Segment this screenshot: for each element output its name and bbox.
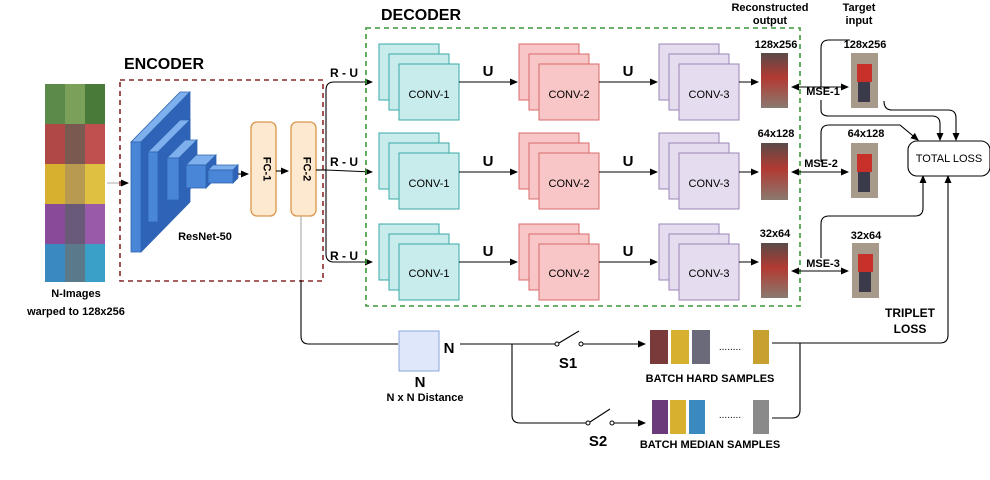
conv1-label-row2: CONV-1 xyxy=(409,178,450,190)
resnet-label: ResNet-50 xyxy=(178,231,232,243)
input-caption-line1: N-Images xyxy=(51,288,101,300)
distance-n-bottom: N xyxy=(415,374,426,391)
mse-1-label: MSE-1 xyxy=(806,86,840,98)
conv1-stack-row1 xyxy=(378,43,460,121)
branch-wire-2 xyxy=(325,168,373,176)
distance-n-right: N xyxy=(444,340,455,357)
triplet-loss-line1: TRIPLET xyxy=(885,306,936,320)
branch-wire-1 xyxy=(325,78,373,170)
branch-link-label-2: R - U xyxy=(330,155,358,169)
branch-link-label-1: R - U xyxy=(330,66,358,80)
input-image-collage xyxy=(45,84,105,282)
batch-hard-caption: BATCH HARD SAMPLES xyxy=(646,373,775,385)
resnet-50-block xyxy=(130,91,239,253)
embedding-wire xyxy=(300,216,398,345)
conv3-label-row1: CONV-3 xyxy=(689,89,730,101)
target-image-row2 xyxy=(851,143,878,198)
switch-s2-label: S2 xyxy=(589,433,607,450)
conv3-stack-row2 xyxy=(658,132,740,210)
mse-2-label: MSE-2 xyxy=(804,158,838,170)
total-loss-label: TOTAL LOSS xyxy=(916,153,982,165)
triplet-loss-line2: LOSS xyxy=(894,322,927,336)
conv1-stack-row3 xyxy=(378,223,460,301)
recon-size-row1: 128x256 xyxy=(755,39,798,51)
conv2-stack-row3 xyxy=(518,223,600,301)
upsample-label-r1b: U xyxy=(623,63,634,80)
target-image-row3 xyxy=(852,243,879,298)
encoder-border xyxy=(119,79,324,282)
target-header-line1: Target xyxy=(843,2,876,14)
switch-s2 xyxy=(589,408,611,423)
conv1-label-row1: CONV-1 xyxy=(409,89,450,101)
conv3-label-row2: CONV-3 xyxy=(689,178,730,190)
upsample-label-r1a: U xyxy=(483,63,494,80)
conv3-stack-row3 xyxy=(658,223,740,301)
fc1-label: FC-1 xyxy=(261,157,273,181)
triplet-loss-wire xyxy=(772,175,952,344)
input-caption-line2: warped to 128x256 xyxy=(26,306,125,318)
recon-image-row1 xyxy=(761,53,788,108)
upsample-label-r2a: U xyxy=(483,153,494,170)
fc1-block xyxy=(250,121,277,217)
conv2-label-row1: CONV-2 xyxy=(549,89,590,101)
batch-median-ellipsis: ........ xyxy=(719,410,741,421)
branch-link-label-3: R - U xyxy=(330,249,358,263)
target-header-line2: input xyxy=(846,15,873,27)
conv2-stack-row2 xyxy=(518,132,600,210)
conv2-stack-row1 xyxy=(518,43,600,121)
switch-s1-label: S1 xyxy=(559,355,577,372)
conv3-label-row3: CONV-3 xyxy=(689,268,730,280)
batch-hard-ellipsis: ........ xyxy=(719,342,741,353)
batch-median-caption: BATCH MEDIAN SAMPLES xyxy=(640,439,780,451)
fc2-block xyxy=(290,121,317,217)
conv1-label-row3: CONV-1 xyxy=(409,268,450,280)
branch-wire-3 xyxy=(325,170,373,266)
distance-matrix xyxy=(398,330,440,372)
decoder-title: DECODER xyxy=(381,7,461,24)
upsample-label-r3a: U xyxy=(483,243,494,260)
target-size-row1: 128x256 xyxy=(844,39,887,51)
target-size-row3: 32x64 xyxy=(851,230,882,242)
upsample-label-r3b: U xyxy=(623,243,634,260)
distance-caption: N x N Distance xyxy=(386,392,463,404)
recon-size-row3: 32x64 xyxy=(760,228,791,240)
recon-image-row3 xyxy=(761,243,788,298)
recon-header-line2: output xyxy=(753,15,788,27)
recon-size-row2: 64x128 xyxy=(758,128,795,140)
conv3-stack-row1 xyxy=(658,43,740,121)
mse-3-label: MSE-3 xyxy=(806,258,840,270)
recon-image-row2 xyxy=(761,143,788,200)
target-size-row2: 64x128 xyxy=(848,128,885,140)
conv1-stack-row2 xyxy=(378,132,460,210)
recon-header-line1: Reconstructed xyxy=(731,2,808,14)
upsample-label-r2b: U xyxy=(623,153,634,170)
batch-hard-thumbnails xyxy=(650,330,769,364)
conv2-label-row3: CONV-2 xyxy=(549,268,590,280)
batch-median-thumbnails xyxy=(652,400,769,434)
target-image-row1 xyxy=(851,53,878,108)
encoder-title: ENCODER xyxy=(124,56,204,73)
switch-s1 xyxy=(558,330,580,344)
decoder-border xyxy=(365,27,801,307)
conv2-label-row2: CONV-2 xyxy=(549,178,590,190)
fc2-label: FC-2 xyxy=(301,157,313,181)
